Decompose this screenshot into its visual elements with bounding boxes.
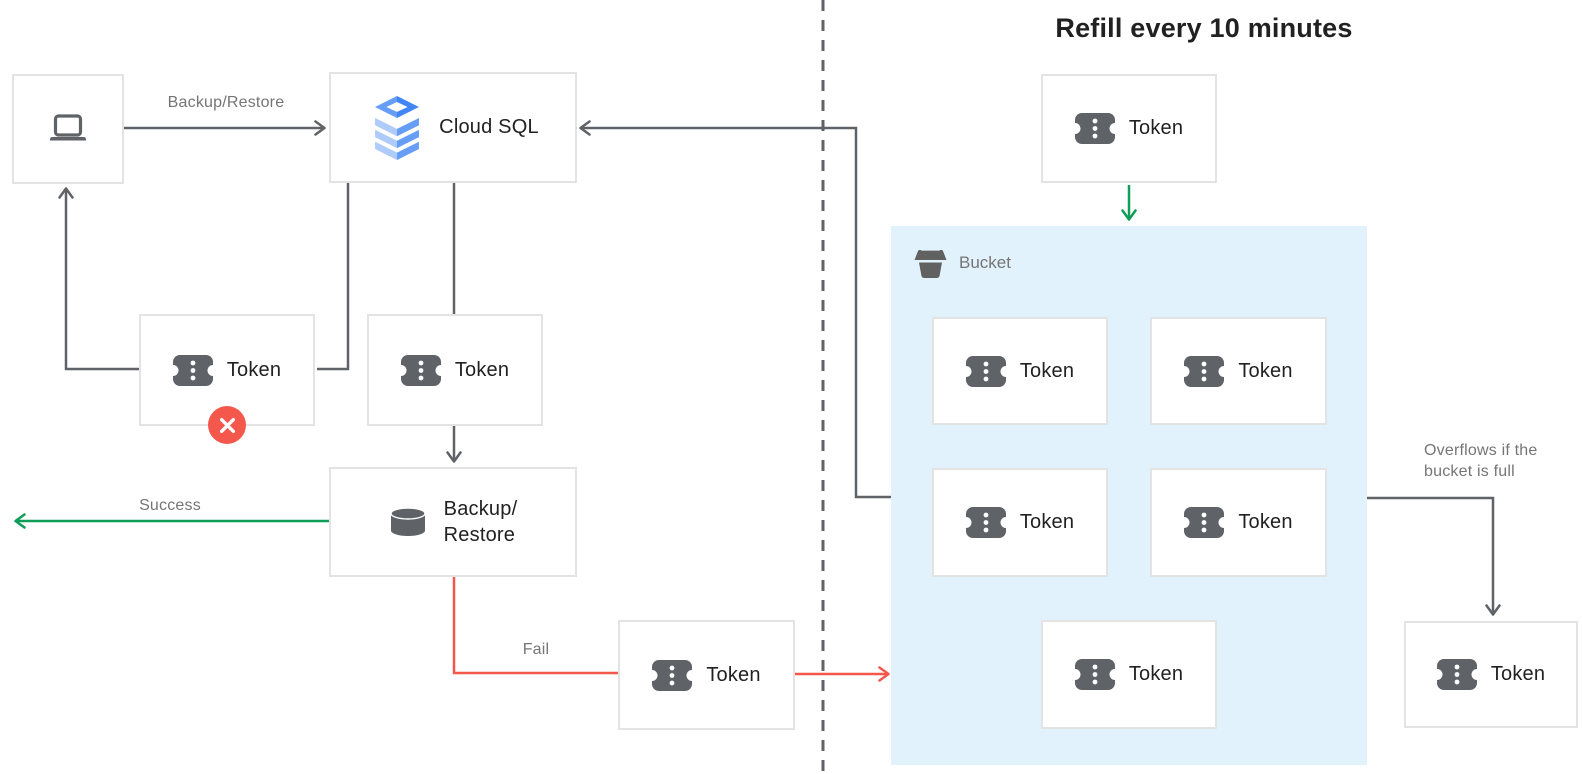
token-box-bucket-4: Token — [1150, 468, 1327, 577]
token-box-fail-return: Token — [618, 620, 795, 730]
token-label: Token — [1128, 663, 1184, 685]
token-ticket-icon — [400, 354, 441, 386]
backup-restore-label: Backup/ Restore — [444, 496, 518, 548]
backup-restore-label-line2: Restore — [443, 524, 516, 546]
backup-restore-label-line1: Backup/ — [443, 498, 518, 520]
client-laptop-box — [12, 74, 124, 184]
token-label: Token — [226, 358, 282, 381]
cloud-sql-label: Cloud SQL — [439, 116, 539, 138]
token-ticket-icon — [965, 507, 1006, 538]
success-label: Success — [139, 497, 201, 514]
cloud-sql-stack-icon — [367, 95, 427, 160]
fail-label: Fail — [522, 641, 550, 658]
overflow-label-line1: Overflows if the — [1424, 442, 1538, 459]
overflow-label-line2: bucket is full — [1424, 463, 1515, 480]
arrow-overflow-to-token — [1367, 496, 1501, 616]
backup-restore-arrow-label: Backup/Restore — [167, 94, 285, 111]
overflow-label: Overflows if the bucket is full — [1424, 440, 1582, 482]
token-ticket-icon — [1074, 659, 1115, 690]
token-label: Token — [1019, 359, 1075, 382]
cloud-sql-box: Cloud SQL — [329, 72, 577, 183]
token-box-overflow: Token — [1404, 621, 1578, 728]
arrow-bucket-to-cloudsql — [579, 120, 891, 499]
token-ticket-icon — [1184, 355, 1225, 387]
token-label: Token — [1238, 359, 1293, 382]
token-ticket-icon — [1436, 659, 1477, 690]
bucket-label: Bucket — [959, 253, 1011, 272]
bucket-icon — [913, 247, 948, 279]
token-label: Token — [454, 358, 510, 381]
token-box-consumed: Token — [367, 314, 543, 426]
refill-title: Refill every 10 minutes — [1055, 13, 1353, 43]
token-ticket-icon — [652, 659, 693, 691]
token-box-bucket-5: Token — [1041, 620, 1217, 729]
database-cylinder-icon — [389, 507, 427, 537]
token-box-bucket-1: Token — [932, 317, 1108, 425]
token-ticket-icon — [172, 354, 213, 386]
line-cloudsql-to-token-left — [317, 183, 350, 371]
bucket-header: Bucket — [913, 247, 1011, 279]
token-ticket-icon — [1184, 507, 1225, 538]
token-label: Token — [1238, 511, 1293, 533]
token-label: Token — [706, 663, 761, 686]
token-box-bucket-2: Token — [1150, 317, 1327, 425]
error-x-icon — [208, 406, 246, 444]
backup-restore-box: Backup/ Restore — [329, 467, 577, 577]
token-box-bucket-3: Token — [932, 468, 1108, 577]
token-ticket-icon — [1074, 113, 1115, 144]
token-label: Token — [1490, 663, 1546, 685]
token-label: Token — [1128, 117, 1184, 139]
arrow-token-to-laptop — [58, 187, 139, 371]
token-label: Token — [1019, 511, 1075, 533]
token-ticket-icon — [965, 355, 1006, 387]
token-box-refill: Token — [1041, 74, 1217, 183]
laptop-icon — [48, 114, 88, 144]
